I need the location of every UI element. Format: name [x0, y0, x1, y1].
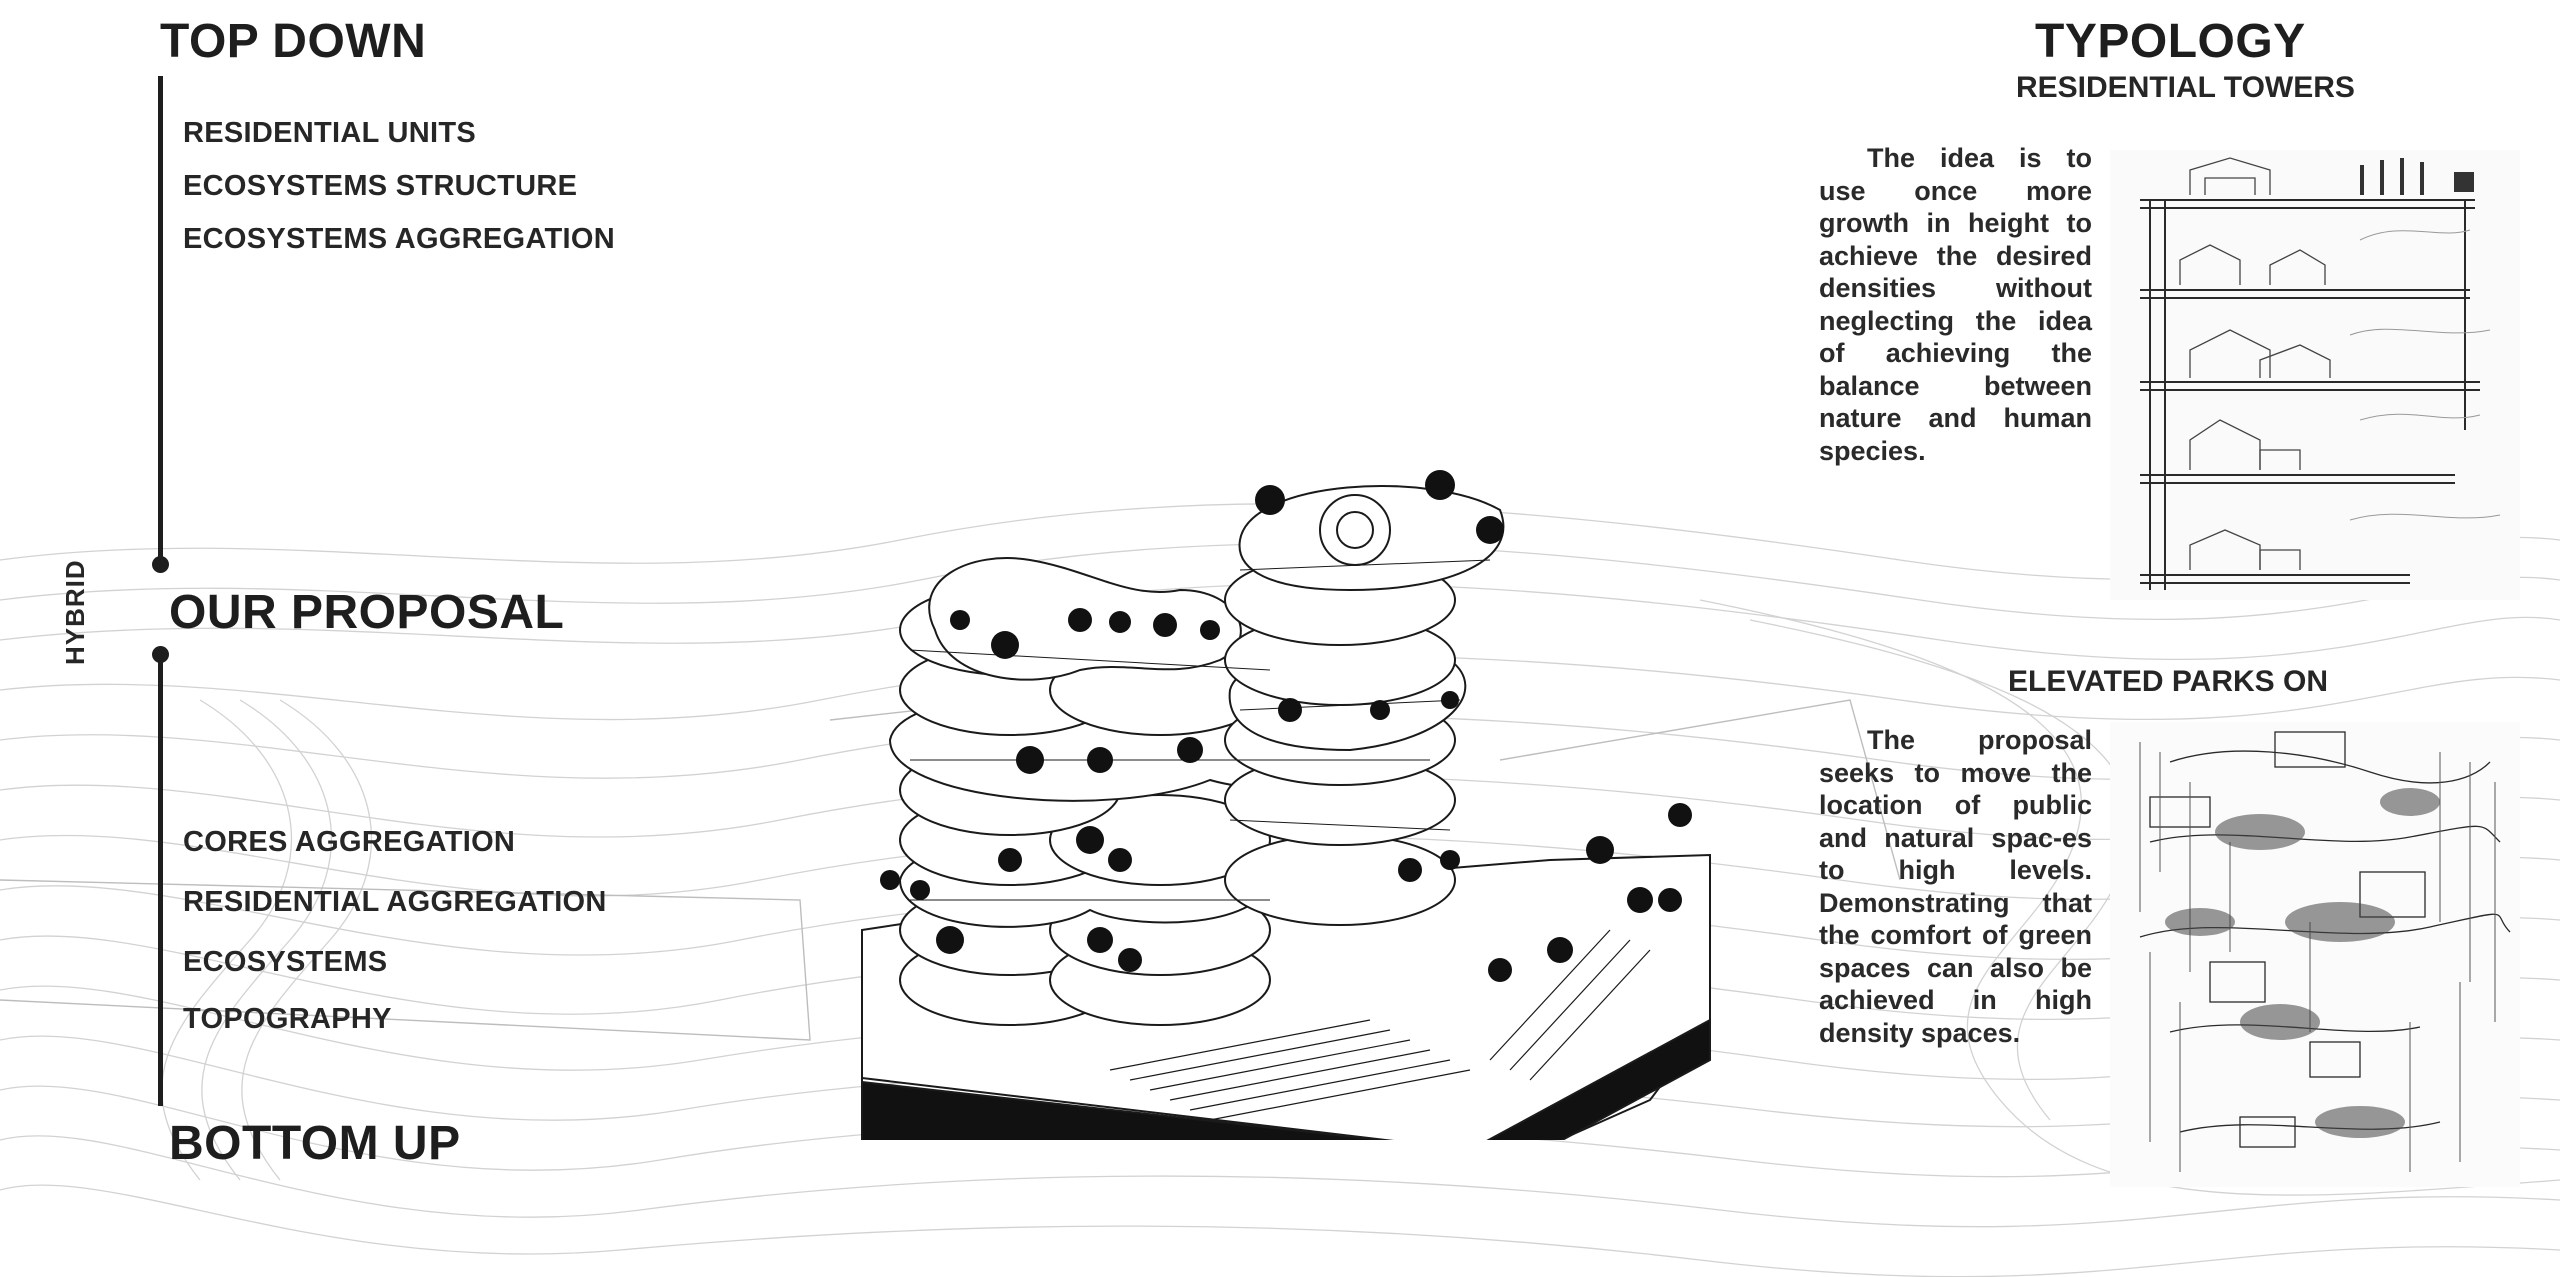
elevated-parks-sketch	[2110, 722, 2520, 1187]
hybrid-label: HYBRID	[60, 559, 90, 665]
residential-towers-sketch	[2110, 150, 2520, 600]
bottom-up-axis-line	[158, 656, 163, 1106]
typology-title: TYPOLOGY	[2035, 15, 2306, 68]
bottom-item-cores-aggregation: CORES AGGREGATION	[183, 826, 516, 858]
bottom-item-residential-aggregation: RESIDENTIAL AGGREGATION	[183, 886, 607, 918]
top-down-heading: TOP DOWN	[160, 15, 427, 68]
top-item-ecosystems-structure: ECOSYSTEMS STRUCTURE	[183, 170, 578, 202]
bottom-axis-start-dot	[152, 646, 169, 663]
top-axis-end-dot	[152, 556, 169, 573]
elevated-parks-description: The proposal seeks to move the location …	[1819, 725, 2092, 1048]
bottom-up-heading: BOTTOM UP	[169, 1117, 461, 1170]
typology-subtitle: RESIDENTIAL TOWERS	[2016, 71, 2355, 104]
elevated-parks-title: ELEVATED PARKS ON	[2008, 665, 2329, 698]
top-item-ecosystems-aggregation: ECOSYSTEMS AGGREGATION	[183, 223, 615, 255]
top-item-residential-units: RESIDENTIAL UNITS	[183, 117, 476, 149]
typology-description: The idea is to use once more growth in h…	[1819, 143, 2092, 466]
our-proposal-heading: OUR PROPOSAL	[169, 586, 565, 639]
bottom-item-ecosystems: ECOSYSTEMS	[183, 946, 388, 978]
bottom-item-topography: TOPOGRAPHY	[183, 1003, 392, 1035]
building-axonometric-drawing	[861, 470, 1711, 1140]
top-down-axis-line	[158, 76, 163, 564]
